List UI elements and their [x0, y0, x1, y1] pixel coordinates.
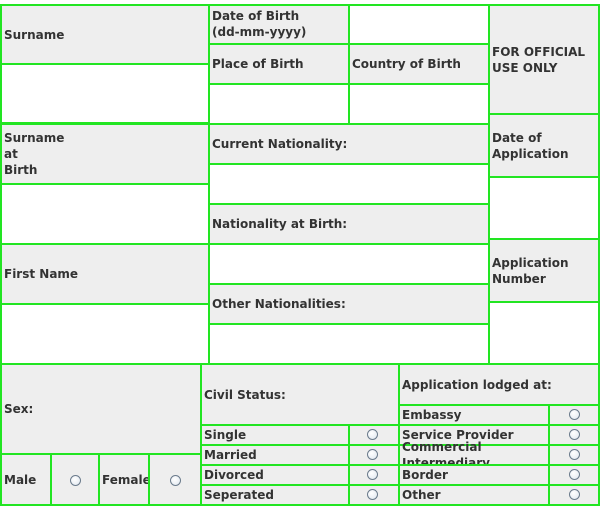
civil-status-divorced-radio[interactable] [367, 469, 378, 480]
sex-male-radio-cell [50, 453, 100, 506]
civil-status-radio-cell [348, 484, 400, 506]
date-of-application-field[interactable] [488, 176, 600, 240]
lodged-option-label: Service Provider [402, 428, 514, 442]
surname-at-birth-label: Surname at Birth [0, 123, 210, 185]
sex-option-female: Female [98, 453, 151, 506]
place-of-birth-field[interactable] [208, 83, 350, 125]
country-of-birth-label-text: Country of Birth [352, 57, 461, 71]
civil-status-option-single: Single [200, 424, 350, 446]
other-nationalities-label-text: Other Nationalities: [212, 297, 346, 311]
civil-status-option-label: Seperated [204, 488, 274, 502]
civil-status-option-label: Divorced [204, 468, 264, 482]
other-nationalities-field[interactable] [208, 323, 490, 365]
application-number-field[interactable] [488, 301, 600, 365]
lodged-embassy-radio[interactable] [569, 409, 580, 420]
nationality-at-birth-label: Nationality at Birth: [208, 203, 490, 245]
surname-label-text: Surname [4, 27, 65, 42]
lodged-option-other: Other [398, 484, 550, 506]
civil-status-radio-cell [348, 424, 400, 446]
date-of-application-label-text: Date of Application [492, 130, 569, 161]
civil-status-radio-cell [348, 464, 400, 486]
lodged-radio-cell [548, 464, 600, 486]
first-name-label-text: First Name [4, 267, 79, 281]
sex-male-radio[interactable] [70, 475, 81, 486]
lodged-radio-cell [548, 424, 600, 446]
sex-label-text: Sex: [4, 402, 34, 416]
country-of-birth-label: Country of Birth [348, 43, 490, 85]
surname-at-birth-label-text: Surname at Birth [4, 131, 65, 177]
civil-status-option-divorced: Divorced [200, 464, 350, 486]
surname-at-birth-field[interactable] [0, 183, 210, 245]
civil-status-option-married: Married [200, 444, 350, 466]
surname-field[interactable] [0, 63, 210, 124]
official-use-label-text: FOR OFFICIAL USE ONLY [492, 44, 586, 75]
civil-status-option-label: Married [204, 448, 257, 462]
lodged-other-radio[interactable] [569, 489, 580, 500]
sex-female-radio-cell [148, 453, 202, 506]
lodged-option-commercial-intermediary: Commercial Intermediary [398, 440, 550, 470]
civil-status-label-text: Civil Status: [204, 387, 286, 402]
civil-status-option-label: Single [204, 428, 247, 442]
dob-label: Date of Birth (dd-mm-yyyy) [208, 4, 350, 45]
sex-option-male-label: Male [4, 472, 37, 487]
lodged-radio-cell [548, 484, 600, 506]
date-of-application-label: Date of Application [488, 113, 600, 178]
application-number-label: Application Number [488, 238, 600, 303]
civil-status-single-radio[interactable] [367, 429, 378, 440]
lodged-service-provider-radio[interactable] [569, 429, 580, 440]
lodged-radio-cell [548, 404, 600, 426]
dob-label-text: Date of Birth (dd-mm-yyyy) [212, 9, 307, 39]
civil-status-radio-cell [348, 444, 400, 466]
application-lodged-label-text: Application lodged at: [402, 377, 552, 392]
sex-label: Sex: [0, 363, 202, 455]
surname-label: Surname [0, 4, 210, 65]
current-nationality-label: Current Nationality: [208, 123, 490, 165]
first-name-field[interactable] [0, 303, 210, 365]
official-use-label: FOR OFFICIAL USE ONLY [488, 4, 600, 115]
current-nationality-label-text: Current Nationality: [212, 137, 348, 151]
civil-status-seperated-radio[interactable] [367, 489, 378, 500]
civil-status-married-radio[interactable] [367, 449, 378, 460]
other-nationalities-label: Other Nationalities: [208, 283, 490, 325]
civil-status-option-seperated: Seperated [200, 484, 350, 506]
lodged-option-border: Border [398, 464, 550, 486]
lodged-radio-cell [548, 444, 600, 466]
civil-status-label: Civil Status: [200, 363, 400, 426]
nationality-at-birth-field[interactable] [208, 243, 490, 285]
place-of-birth-label: Place of Birth [208, 43, 350, 85]
lodged-option-label: Embassy [402, 408, 462, 422]
lodged-option-label: Other [402, 488, 441, 502]
application-lodged-label: Application lodged at: [398, 363, 600, 406]
dob-field[interactable] [348, 4, 490, 45]
current-nationality-field[interactable] [208, 163, 490, 205]
sex-option-male: Male [0, 453, 52, 506]
application-number-label-text: Application Number [492, 255, 569, 286]
sex-option-female-label: Female [102, 472, 151, 487]
country-of-birth-field[interactable] [348, 83, 490, 125]
place-of-birth-label-text: Place of Birth [212, 57, 304, 71]
lodged-commercial-intermediary-radio[interactable] [569, 449, 580, 460]
lodged-option-label: Border [402, 468, 448, 482]
lodged-option-embassy: Embassy [398, 404, 550, 426]
first-name-label: First Name [0, 243, 210, 305]
sex-female-radio[interactable] [170, 475, 181, 486]
nationality-at-birth-label-text: Nationality at Birth: [212, 217, 348, 231]
lodged-border-radio[interactable] [569, 469, 580, 480]
